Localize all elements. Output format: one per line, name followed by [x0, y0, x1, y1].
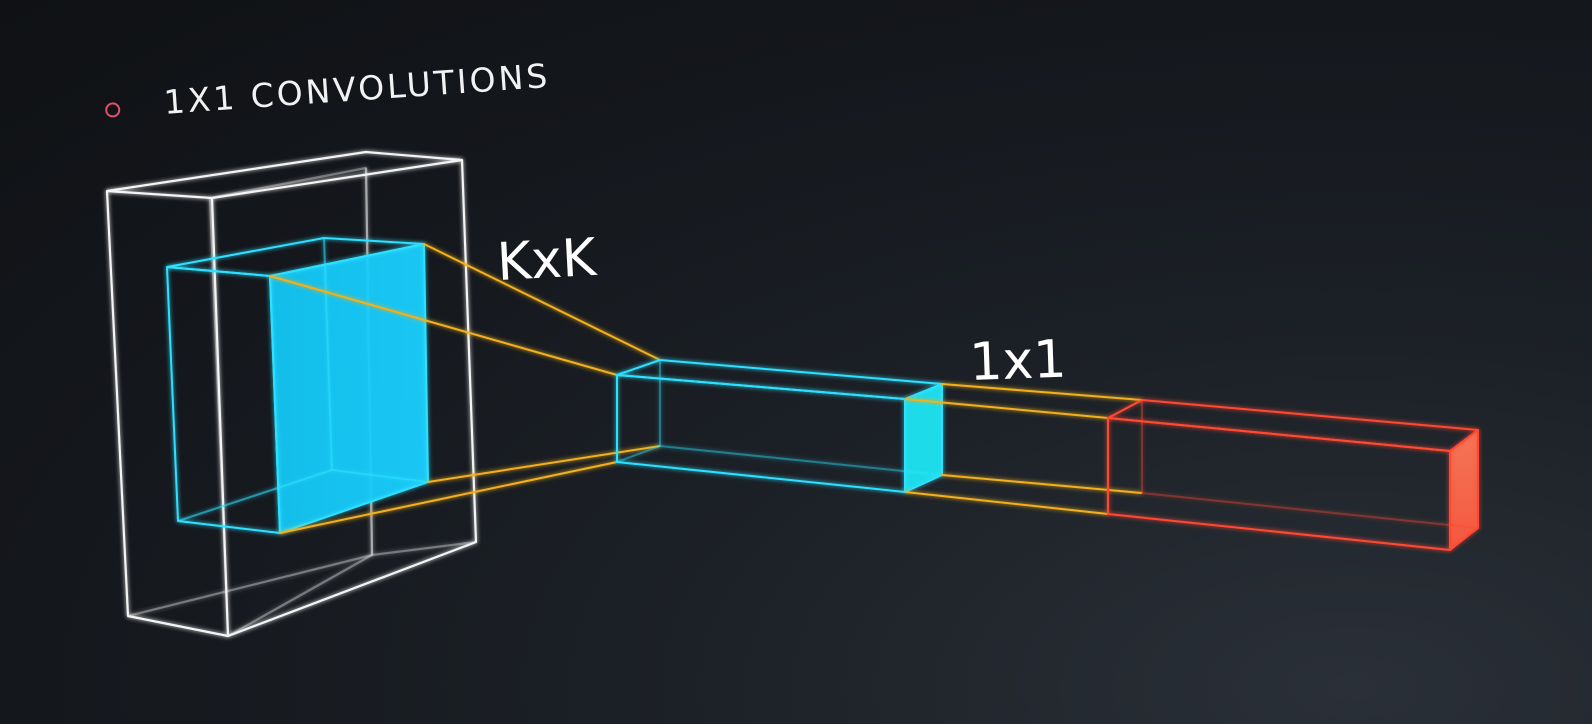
- pointwise-size-label: 1x1: [968, 330, 1067, 393]
- output-column: [1107, 399, 1479, 551]
- kernel-size-label: KxK: [496, 228, 600, 293]
- kernel-projection-lines: [269, 243, 661, 534]
- feature-column: [616, 359, 943, 493]
- kernel-block: [166, 237, 429, 534]
